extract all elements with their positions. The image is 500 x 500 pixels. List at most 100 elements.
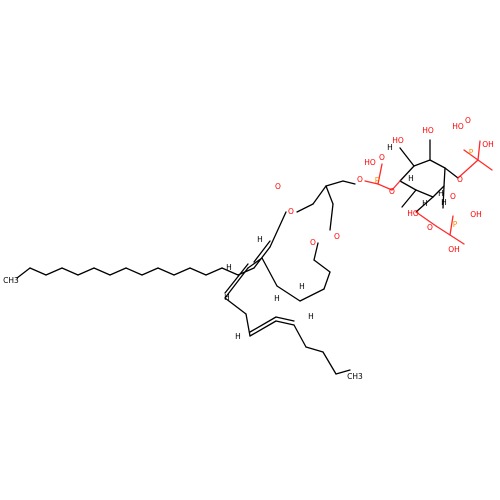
bond-5 <box>93 267 111 276</box>
atom-ester-o-1: O <box>288 207 294 216</box>
bond-24 <box>313 259 331 273</box>
atom-phosphate-oh-1: HO <box>364 158 376 167</box>
p-bond-3 <box>391 180 401 191</box>
bond-45 <box>399 180 417 191</box>
bond-38 <box>335 369 351 375</box>
atom-glycerol-o: O <box>357 175 363 184</box>
atom-phosphate-p-1: P <box>375 176 380 185</box>
p-bond-7 <box>457 159 479 179</box>
bond-41 <box>429 159 446 169</box>
bond-1 <box>29 267 47 276</box>
bond-10 <box>173 267 191 276</box>
atom-alkene-h-1: H <box>257 235 263 244</box>
atom-inositol-o-5: O <box>450 192 456 201</box>
bond-53 <box>224 263 249 294</box>
bond-23 <box>313 242 319 261</box>
bond-42 <box>443 167 446 187</box>
bond-50 <box>415 196 434 213</box>
bond-13 <box>221 267 239 276</box>
bond-25 <box>323 271 331 290</box>
bond-3 <box>61 267 79 276</box>
atom-inositol-oh-3: HO <box>407 209 419 218</box>
atom-inositol-h-5: H <box>441 198 447 207</box>
atom-alkene-h-2: H <box>226 263 232 272</box>
bond-51 <box>401 189 417 208</box>
bond-37 <box>322 351 337 375</box>
bond-19 <box>325 180 344 187</box>
p-bond-0 <box>364 180 379 185</box>
atom-phosphate-p-3: P <box>453 220 458 229</box>
bond-36 <box>305 346 324 353</box>
p-bond-6 <box>477 159 493 171</box>
bond-22 <box>329 203 334 231</box>
atom-alkene-h-7: H <box>308 312 314 321</box>
atom-phosphate-o-1a: O <box>379 153 385 162</box>
p-bond-8 <box>435 225 451 236</box>
p-bond-9 <box>449 215 454 236</box>
bond-43 <box>432 185 445 198</box>
bond-40 <box>413 159 431 167</box>
atom-inositol-h-1: H <box>387 143 393 152</box>
bond-27 <box>276 285 301 302</box>
atom-phosphate-oh-2a: HO <box>452 122 464 131</box>
bond-9 <box>157 267 175 276</box>
bond-44 <box>415 189 434 198</box>
bond-46 <box>399 147 415 167</box>
bond-17 <box>296 203 314 213</box>
p-bond-2 <box>377 183 393 191</box>
atom-inositol-h-2: H <box>408 174 414 183</box>
atom-carbonyl-o-2: O <box>310 238 316 247</box>
atom-alkene-h-5: H <box>235 332 241 341</box>
p-bond-11 <box>415 211 437 227</box>
bond-29 <box>247 257 263 269</box>
bond-33 <box>249 320 277 337</box>
bond-31 <box>224 297 247 315</box>
atom-phosphate-o-3: O <box>427 223 433 232</box>
bond-52 <box>253 240 271 263</box>
bond-20 <box>342 180 356 185</box>
bond-39 <box>399 165 415 182</box>
bond-11 <box>189 267 207 276</box>
bond-12 <box>205 267 223 276</box>
p-bond-10 <box>449 234 465 245</box>
bond-7 <box>125 267 143 276</box>
atom-methyl-1: CH3 <box>3 276 19 285</box>
bond-55 <box>275 316 295 322</box>
atom-phosphate-oh-3b: OH <box>448 245 460 254</box>
bond-26 <box>299 288 325 302</box>
bond-48 <box>444 167 459 179</box>
bond-2 <box>45 267 63 276</box>
atom-inositol-oh-2: HO <box>422 126 434 135</box>
atom-inositol-oh-1: HO <box>392 136 404 145</box>
bond-49 <box>442 185 445 209</box>
p-bond-4 <box>463 149 479 161</box>
bond-34 <box>275 320 295 326</box>
bond-18 <box>312 185 327 205</box>
bond-16 <box>269 211 287 248</box>
bond-21 <box>325 185 334 205</box>
atom-carbonyl-o-1: O <box>275 182 281 191</box>
atom-phosphate-o-2: O <box>465 116 471 125</box>
atom-alkene-h-6: H <box>274 294 280 303</box>
atom-methyl-2: CH3 <box>347 372 363 381</box>
bond-0 <box>16 267 31 279</box>
bond-6 <box>109 267 127 276</box>
atom-phosphate-p-2: P <box>469 148 474 157</box>
bond-4 <box>77 267 95 276</box>
bond-35 <box>293 324 307 348</box>
bonds <box>16 139 493 375</box>
bond-30 <box>224 267 249 299</box>
atom-alkene-h-4: H <box>224 293 230 302</box>
bond-32 <box>245 313 251 337</box>
bond-54 <box>249 316 277 333</box>
bond-8 <box>141 267 159 276</box>
bond-28 <box>261 257 278 287</box>
atom-inositol-h-3: H <box>422 199 428 208</box>
atom-inositol-o-4: O <box>457 175 463 184</box>
atom-alkene-h-3: H <box>299 282 305 291</box>
atom-phosphate-oh-3a: OH <box>470 210 482 219</box>
atom-phosphate-oh-2b: OH <box>482 140 494 149</box>
atom-ester-o-2: O <box>334 232 340 241</box>
